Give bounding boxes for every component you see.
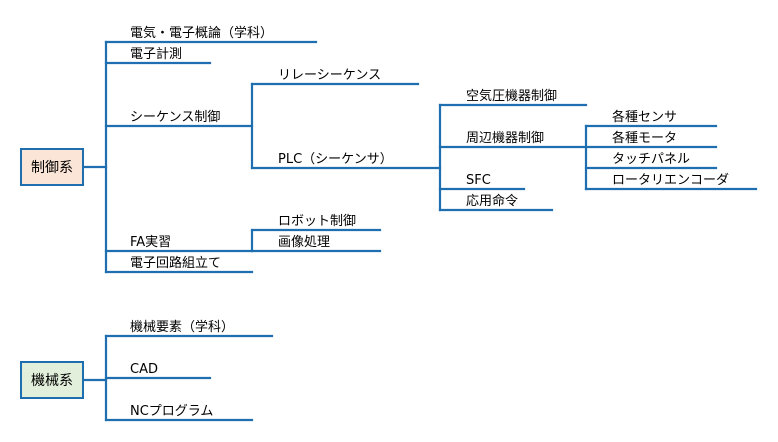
mechanical-root-node: 機械系	[20, 361, 84, 399]
applied-cmd-label: 応用命令	[466, 194, 519, 209]
rotary-encoder-label: ロータリエンコーダ	[612, 173, 730, 188]
plc-label: PLC（シーケンサ）	[278, 152, 393, 167]
motors-label: 各種モータ	[612, 131, 678, 146]
touch-panel-label: タッチパネル	[612, 152, 691, 167]
mech-elements-label: 機械要素（学科）	[130, 320, 235, 335]
cad-label: CAD	[130, 362, 158, 377]
relay-sequence-label: リレーシーケンス	[278, 68, 382, 83]
control-root-node: 制御系	[20, 148, 84, 186]
nc-program-label: NCプログラム	[130, 404, 214, 419]
elec-measure-label: 電子計測	[130, 47, 183, 62]
robot-control-label: ロボット制御	[278, 214, 357, 229]
circuit-assembly-label: 電子回路組立て	[130, 256, 222, 271]
mechanical-root-label: 機械系	[31, 373, 73, 389]
fa-practice-label: FA実習	[130, 235, 172, 250]
sequence-label: シーケンス制御	[130, 110, 221, 125]
sensors-label: 各種センサ	[612, 110, 678, 125]
control-root-label: 制御系	[31, 160, 73, 176]
image-processing-label: 画像処理	[278, 235, 331, 250]
sfc-label: SFC	[466, 173, 491, 188]
elec-theory-label: 電気・電子概論（学科）	[130, 26, 274, 41]
peripheral-label: 周辺機器制御	[466, 131, 545, 146]
pneumatic-label: 空気圧機器制御	[466, 89, 558, 104]
